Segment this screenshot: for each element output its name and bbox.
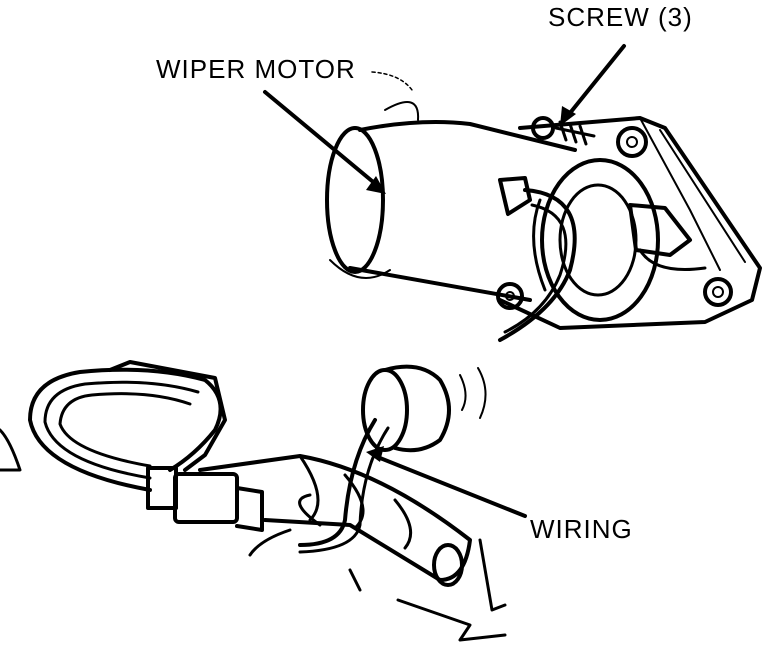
- callout-arrows: [263, 44, 626, 518]
- harness-connector: [173, 472, 239, 524]
- motor-connector: [498, 176, 707, 342]
- screw-top-right: [616, 126, 648, 158]
- screw-label: SCREW (3): [548, 2, 693, 32]
- wire-harness: [28, 360, 472, 587]
- wiper-motor-label: WIPER MOTOR: [156, 54, 356, 84]
- mounting-screws: [496, 116, 733, 310]
- wiring-grommet: [383, 364, 451, 453]
- screw-top-left: [531, 116, 555, 140]
- mounting-bracket: [498, 116, 762, 330]
- wiper-motor-arrow: [263, 90, 380, 188]
- screw-bottom-left: [496, 282, 524, 310]
- screw-arrow: [564, 44, 626, 120]
- loose-screw: [554, 120, 596, 146]
- body-panel: [0, 367, 507, 642]
- screw-bottom-right: [703, 277, 733, 307]
- motor-end-cap: [532, 158, 660, 322]
- wiring-label: WIRING: [530, 514, 633, 544]
- wiring-arrow: [373, 454, 527, 518]
